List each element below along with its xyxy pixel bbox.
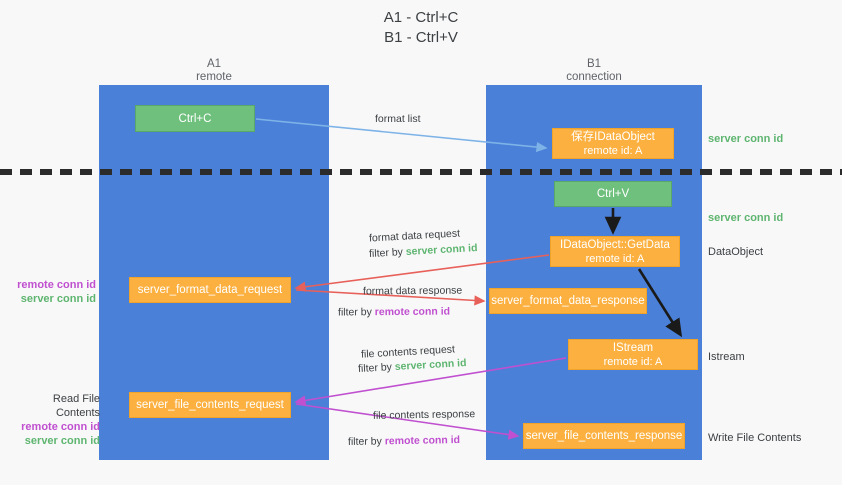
node-save-idataobject-line2: remote id: A xyxy=(583,144,643,157)
column-header-a1: A1 remote xyxy=(99,58,329,84)
node-istream[interactable]: IStream remote id: A xyxy=(568,339,698,370)
right-label-server-conn-id-mid: server conn id xyxy=(708,212,784,224)
label-file-contents-response-filter: filter by remote conn id xyxy=(348,433,460,449)
column-header-b1: B1 connection xyxy=(486,58,702,84)
node-istream-line2: remote id: A xyxy=(603,355,663,368)
node-server-format-data-response-label: server_format_data_response xyxy=(491,295,645,307)
column-a1-role: remote xyxy=(196,71,232,83)
label-format-data-response: format data response xyxy=(362,284,463,298)
left-label-read-file-contents: Read File Contents xyxy=(52,393,100,419)
filter-prefix: filter by xyxy=(357,360,396,376)
filter-prefix: filter by xyxy=(347,435,385,448)
filter-prefix: filter by xyxy=(337,306,375,319)
node-server-format-data-request[interactable]: server_format_data_request xyxy=(129,277,291,303)
title-line-1: A1 - Ctrl+C xyxy=(383,9,459,26)
node-ctrl-v-label: Ctrl+V xyxy=(596,188,630,200)
node-server-format-data-response[interactable]: server_format_data_response xyxy=(489,288,647,314)
node-ctrl-v[interactable]: Ctrl+V xyxy=(554,181,672,207)
right-label-write-file-contents: Write File Contents xyxy=(708,432,802,444)
label-format-list: format list xyxy=(375,113,421,125)
column-a1-name: A1 xyxy=(206,58,222,70)
filter-prefix: filter by xyxy=(368,245,407,261)
column-b1-role: connection xyxy=(566,71,622,83)
column-b1-name: B1 xyxy=(586,58,602,70)
filter-key-server-conn-id: server conn id xyxy=(405,241,478,258)
right-label-istream: Istream xyxy=(708,351,745,363)
right-label-server-conn-id-top: server conn id xyxy=(708,133,784,145)
node-ctrl-c[interactable]: Ctrl+C xyxy=(135,105,255,132)
phase-divider xyxy=(0,169,842,175)
node-server-file-contents-request-label: server_file_contents_request xyxy=(136,399,284,411)
label-file-contents-response: file contents response xyxy=(372,408,476,422)
node-idataobject-getdata[interactable]: IDataObject::GetData remote id: A xyxy=(550,236,680,267)
filter-key-remote-conn-id: remote conn id xyxy=(374,305,451,319)
node-idataobject-getdata-line2: remote id: A xyxy=(585,252,645,265)
page-title: A1 - Ctrl+C B1 - Ctrl+V xyxy=(0,8,842,48)
title-line-2: B1 - Ctrl+V xyxy=(384,29,458,46)
left-label-server-conn-id-1: server conn id xyxy=(20,293,96,305)
right-label-dataobject: DataObject xyxy=(708,246,764,258)
node-server-file-contents-response-label: server_file_contents_response xyxy=(525,430,683,442)
node-ctrl-c-label: Ctrl+C xyxy=(178,112,212,125)
label-format-data-response-filter: filter by remote conn id xyxy=(338,305,450,320)
left-label-group-file-contents: Read File Contents remote conn id server… xyxy=(8,392,100,448)
left-label-remote-conn-id-1: remote conn id xyxy=(17,279,96,291)
node-server-file-contents-request[interactable]: server_file_contents_request xyxy=(129,392,291,418)
left-label-group-format-data: remote conn id server conn id xyxy=(8,278,96,306)
node-idataobject-getdata-line1: IDataObject::GetData xyxy=(560,238,670,251)
node-istream-line1: IStream xyxy=(612,341,654,354)
filter-key-server-conn-id: server conn id xyxy=(394,356,467,373)
node-save-idataobject-line1: 保存IDataObject xyxy=(571,130,655,143)
filter-key-remote-conn-id: remote conn id xyxy=(384,434,461,448)
left-label-server-conn-id-2: server conn id xyxy=(24,435,100,447)
node-server-file-contents-response[interactable]: server_file_contents_response xyxy=(523,423,685,449)
node-server-format-data-request-label: server_format_data_request xyxy=(137,284,283,296)
node-save-idataobject[interactable]: 保存IDataObject remote id: A xyxy=(552,128,674,159)
left-label-remote-conn-id-2: remote conn id xyxy=(21,421,100,433)
